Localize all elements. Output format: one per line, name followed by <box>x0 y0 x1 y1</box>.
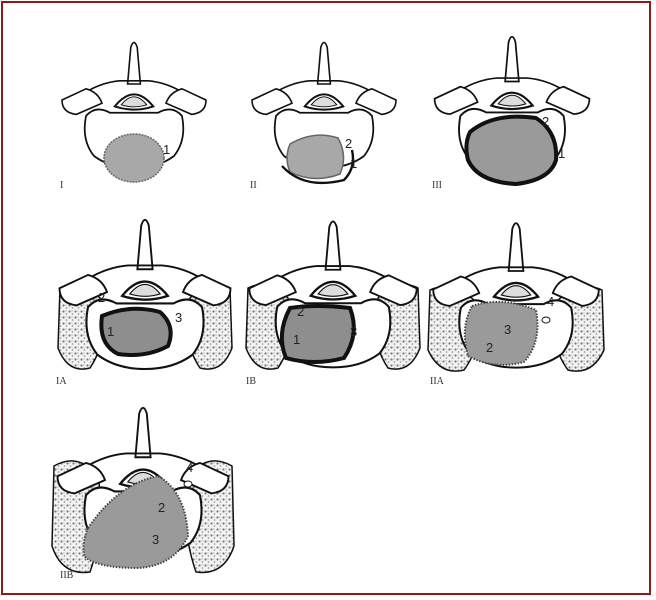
panel-IA-marker-2: 2 <box>98 290 105 305</box>
panel-IIB-marker-4: 4 <box>186 460 193 475</box>
panel-IA-stage-label: IA <box>56 376 67 387</box>
panel-IB-stage-label: IB <box>246 376 256 387</box>
panel-stage-IIB <box>52 408 234 573</box>
panel-IIA-stage-label: IIA <box>430 376 445 387</box>
panel-I-stage-label: I <box>60 180 63 191</box>
panel-IB-marker-1: 1 <box>293 332 300 347</box>
panel-IIA-marker-2: 2 <box>486 340 493 355</box>
panel-II-marker-2: 2 <box>345 136 352 151</box>
panel-stage-II <box>252 42 396 183</box>
panel-IA-marker-3: 3 <box>175 310 182 325</box>
panel-IB-marker-2: 2 <box>297 304 304 319</box>
panel-IA-marker-1: 1 <box>107 324 114 339</box>
panel-IIB-stage-label: IIB <box>60 570 74 581</box>
panel-I-marker-1: 1 <box>163 142 170 157</box>
panel-stage-IB <box>246 221 420 369</box>
panel-IB-marker-3: 3 <box>350 324 357 339</box>
panel-stage-III <box>435 37 590 184</box>
panel-III-marker-1: 1 <box>558 146 565 161</box>
panel-IIA-marker-4: 4 <box>547 294 554 309</box>
panel-stage-IIA <box>428 223 604 371</box>
panel-IIA-marker-3: 3 <box>504 322 511 337</box>
panel-IIB-marker-2: 2 <box>158 500 165 515</box>
panel-III-marker-2: 2 <box>542 114 549 129</box>
panel-II-stage-label: II <box>250 180 257 191</box>
panel-stage-I <box>62 42 206 182</box>
panel-II-marker-1: 1 <box>350 156 357 171</box>
panel-III-stage-label: III <box>432 180 442 191</box>
panel-IIB-marker-3: 3 <box>152 532 159 547</box>
panel-stage-IA <box>58 220 232 369</box>
